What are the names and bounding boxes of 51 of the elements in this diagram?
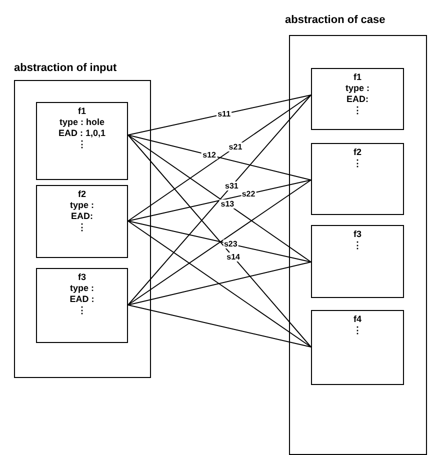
edge-label: s31 <box>224 182 240 190</box>
feature-name: f4 <box>353 314 362 325</box>
feature-name: f3 <box>78 272 86 283</box>
connector-line <box>128 134 312 180</box>
panel-heading: abstraction of case <box>285 14 386 26</box>
edge-label: s14 <box>226 252 241 262</box>
feature-text: ⋮ <box>353 105 362 116</box>
connector-line <box>128 180 312 306</box>
connector-line <box>128 220 312 348</box>
edge-label: s22 <box>240 190 256 198</box>
connector-line <box>128 94 312 306</box>
connector-line <box>128 180 312 222</box>
connector-line <box>128 304 312 348</box>
panel-heading: abstraction of input <box>14 62 117 74</box>
feature-box <box>36 185 128 258</box>
feature-text: EAD : 1,0,1 <box>58 128 106 139</box>
connector-line <box>128 134 312 262</box>
feature-name: f3 <box>353 229 362 240</box>
feature-box <box>311 68 404 130</box>
feature-name: f1 <box>78 106 86 117</box>
edge-label: s21 <box>228 142 244 152</box>
feature-text: EAD: <box>71 211 93 222</box>
feature-text: type : <box>70 283 94 294</box>
edge-label: s12 <box>202 150 217 160</box>
feature-box <box>311 225 404 298</box>
feature-name: f2 <box>353 147 362 158</box>
feature-text: EAD: <box>346 94 368 105</box>
feature-text: ⋮ <box>78 305 86 316</box>
edge-label: s23 <box>222 240 238 248</box>
feature-text: ⋮ <box>353 325 362 336</box>
feature-text: ⋮ <box>353 158 362 169</box>
connector-line <box>128 262 312 306</box>
feature-name: f2 <box>78 189 86 200</box>
feature-text: ⋮ <box>78 222 86 233</box>
feature-text: EAD : <box>70 294 94 305</box>
feature-text: ⋮ <box>353 240 362 251</box>
feature-text: ⋮ <box>78 139 86 150</box>
feature-box <box>311 310 404 385</box>
feature-text: type : hole <box>59 117 104 128</box>
feature-box <box>36 102 128 180</box>
feature-text: type : <box>70 200 94 211</box>
feature-name: f1 <box>353 72 362 83</box>
connector-line <box>128 94 312 222</box>
edge-label: s11 <box>216 110 232 118</box>
connector-line <box>128 220 312 262</box>
edge-label: s13 <box>220 200 236 208</box>
feature-box <box>311 143 404 215</box>
connector-line <box>128 94 312 136</box>
connector-line <box>128 134 312 348</box>
feature-box <box>36 268 128 343</box>
feature-text: type : <box>345 83 370 94</box>
